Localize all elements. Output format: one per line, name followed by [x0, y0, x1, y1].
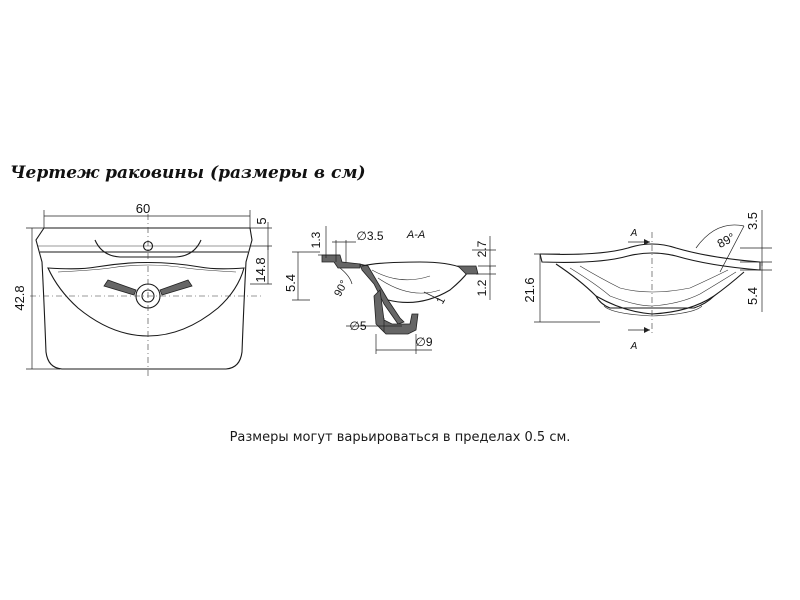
side-angle-leader [719, 225, 745, 273]
tolerance-note: Размеры могут варьироваться в пределах 0… [229, 430, 571, 445]
section-wall-left [359, 263, 405, 325]
section-bowl-inner-1 [377, 277, 441, 294]
section-view: 5.4 A-A 1.3 ∅3.5 [283, 226, 496, 354]
cut-label-bottom: A [630, 341, 638, 352]
width-label: 60 [136, 201, 150, 216]
side-angle-arc [695, 224, 745, 249]
side-rim-top [539, 243, 761, 263]
side-base [595, 295, 715, 309]
bottom-offset-label: 5.4 [745, 287, 760, 305]
back-height-label: 5 [254, 217, 269, 224]
rim-thickness-label: 2.7 [475, 240, 489, 257]
basin-inner-outline [57, 264, 237, 273]
drain-small-label: ∅5 [349, 319, 366, 333]
side-body-inner [569, 267, 737, 307]
section-label: A-A [406, 229, 425, 241]
front-view: 60 42.8 5 14.8 [12, 201, 272, 376]
section-rim-right [457, 265, 479, 275]
section-bowl-lower [387, 271, 469, 303]
section-bowl-curve [361, 261, 471, 271]
wall-thickness-line [423, 291, 441, 301]
overflow-slot-left [103, 279, 137, 296]
section-angle-label: 90° [332, 278, 350, 298]
section-drain-body [373, 289, 419, 335]
section-bowl-inner-2 [371, 269, 431, 281]
front-offset-label: 5.4 [283, 274, 298, 292]
side-rim-bottom [539, 252, 761, 271]
cut-arrow-bottom-head [644, 327, 650, 333]
side-angle-label: 89° [715, 230, 738, 251]
basin-outline [47, 261, 245, 337]
sink-outline [35, 227, 253, 370]
overflow-slot-right [159, 279, 193, 296]
hole-diameter-label: ∅3.5 [356, 229, 383, 243]
bowl-depth-label: 14.8 [253, 257, 268, 282]
wall-thickness-label: 1 [435, 295, 448, 306]
drawing-title: Чертеж раковины (размеры в см) [10, 163, 366, 183]
section-angle-arc [339, 267, 353, 285]
cut-arrow-top-head [644, 239, 650, 245]
drain-large-label: ∅9 [415, 335, 432, 349]
side-view: A A 89° 21.6 3.5 5.4 [522, 210, 772, 352]
cut-label-top: A [630, 228, 638, 239]
rim-height-label: 1.3 [309, 231, 323, 248]
side-body-inner-2 [579, 265, 729, 293]
height-label: 21.6 [522, 277, 537, 302]
section-rim-left [321, 254, 361, 269]
edge-thickness-label: 1.2 [475, 279, 489, 296]
top-offset-label: 3.5 [745, 212, 760, 230]
side-body-outline [555, 263, 745, 315]
depth-label: 42.8 [12, 285, 27, 310]
